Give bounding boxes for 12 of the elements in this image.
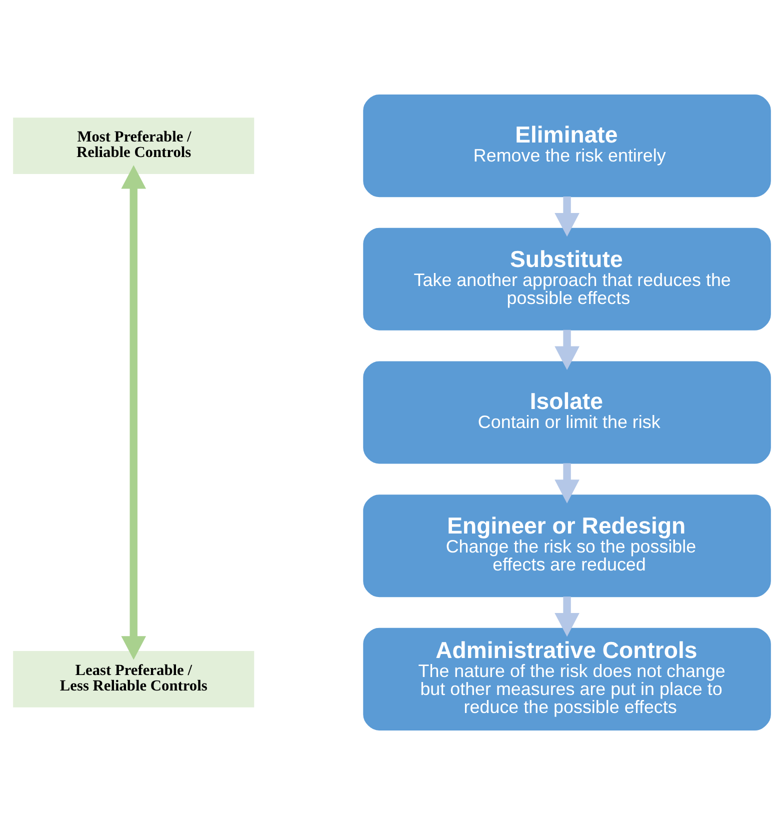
node-box: Engineer or Redesign Change the risk so the possible effects are reduced xyxy=(363,494,771,598)
node-box: Least Preferable / Less Reliable Controls xyxy=(13,651,254,708)
arrow xyxy=(554,196,580,237)
node-box: Eliminate Remove the risk entirely xyxy=(363,94,771,198)
arrow xyxy=(554,330,580,370)
node-box: Most Preferable / Reliable Controls xyxy=(13,118,254,174)
node-box: Administrative Controls The nature of the risk does not change but other measures are put in place to reduce the possible effects xyxy=(363,628,771,730)
arrow xyxy=(121,165,146,660)
node-box: Substitute Take another approach that reduces the possible effects xyxy=(363,228,771,330)
arrow xyxy=(554,596,580,637)
node-box: Isolate Contain or limit the risk xyxy=(363,361,771,464)
arrow xyxy=(554,463,580,504)
